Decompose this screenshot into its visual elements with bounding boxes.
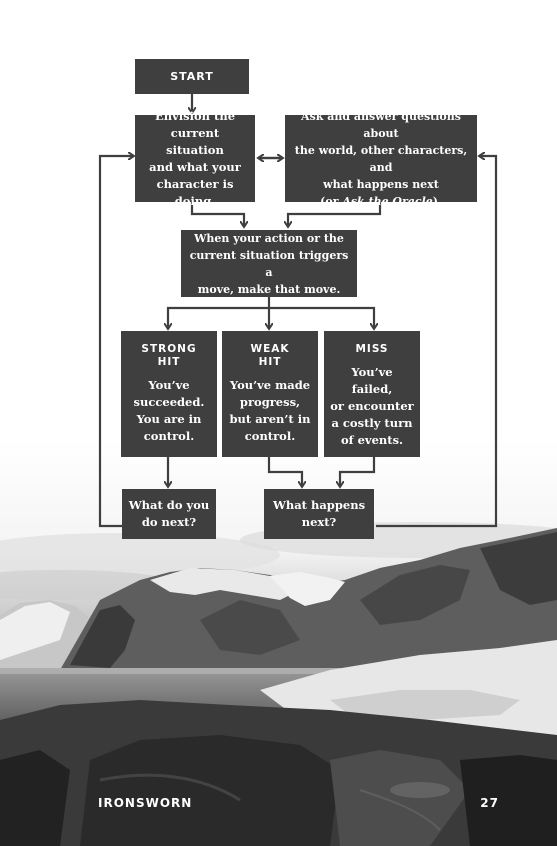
strong-hit-line: succeeded. xyxy=(133,395,205,409)
happens-next-box: What happens next? xyxy=(264,489,374,539)
start-label: START xyxy=(170,70,214,83)
strong-hit-title-line: STRONG xyxy=(141,343,197,355)
ask-line: Ask and answer questions about xyxy=(301,109,461,140)
ask-oracle-prefix: (or xyxy=(320,194,343,208)
envision-line: and what your xyxy=(149,159,241,174)
weak-hit-title-line: HIT xyxy=(258,356,282,368)
ask-oracle-reference: Ask the Oracle xyxy=(342,194,433,208)
start-box: START xyxy=(135,59,249,94)
miss-box: MISS You’ve failed, or encounter a costl… xyxy=(324,331,420,457)
arrow-ask-to-trigger xyxy=(288,202,382,227)
miss-line: a costly turn xyxy=(331,416,413,430)
weak-hit-line: progress, xyxy=(239,395,301,409)
arrow-weak-hit-to-happens-next xyxy=(267,457,302,487)
envision-line: Envision the xyxy=(154,108,236,123)
happens-next-line: What happens xyxy=(272,498,366,512)
miss-line: or encounter xyxy=(330,399,414,413)
ask-oracle-suffix: ). xyxy=(432,194,442,208)
ask-questions-box: Ask and answer questions about the world… xyxy=(285,110,477,208)
arrow-happens-next-loop-to-ask xyxy=(376,156,498,528)
envision-line: character is doing. xyxy=(156,176,234,208)
ask-oracle-line: (or Ask the Oracle). xyxy=(320,193,442,210)
trigger-move-box: When your action or the current situatio… xyxy=(181,230,357,297)
strong-hit-line: control. xyxy=(143,429,195,443)
ask-line: what happens next xyxy=(323,177,439,191)
miss-line: of events. xyxy=(340,433,404,447)
weak-hit-line: You’ve made xyxy=(229,378,311,392)
miss-line: You’ve failed, xyxy=(351,365,393,396)
arrow-trigger-to-strong-hit xyxy=(168,297,271,329)
arrow-trigger-to-miss xyxy=(269,306,374,329)
envision-line: current situation xyxy=(166,125,224,157)
do-next-box: What do you do next? xyxy=(122,489,216,539)
strong-hit-title-line: HIT xyxy=(157,356,181,368)
envision-box: Envision the current situation and what … xyxy=(135,109,255,208)
trigger-line: move, make that move. xyxy=(197,282,341,296)
strong-hit-line: You are in xyxy=(136,412,202,426)
weak-hit-title-line: WEAK xyxy=(250,343,290,355)
do-next-line: What do you xyxy=(128,498,210,512)
ask-line: the world, other characters, and xyxy=(294,143,468,174)
happens-next-line: next? xyxy=(301,515,337,529)
book-title: IRONSWORN xyxy=(98,796,193,810)
arrow-do-next-loop-to-envision xyxy=(98,156,134,528)
arrow-miss-to-happens-next xyxy=(340,457,376,487)
miss-title: MISS xyxy=(355,343,389,355)
do-next-line: do next? xyxy=(141,515,197,529)
page-number: 27 xyxy=(480,796,499,810)
trigger-line: current situation triggers a xyxy=(189,248,349,279)
weak-hit-line: but aren’t in xyxy=(229,412,311,426)
strong-hit-line: You’ve xyxy=(148,378,190,392)
arrow-envision-to-trigger xyxy=(190,202,244,227)
trigger-line: When your action or the xyxy=(194,231,344,245)
weak-hit-line: control. xyxy=(244,429,296,443)
